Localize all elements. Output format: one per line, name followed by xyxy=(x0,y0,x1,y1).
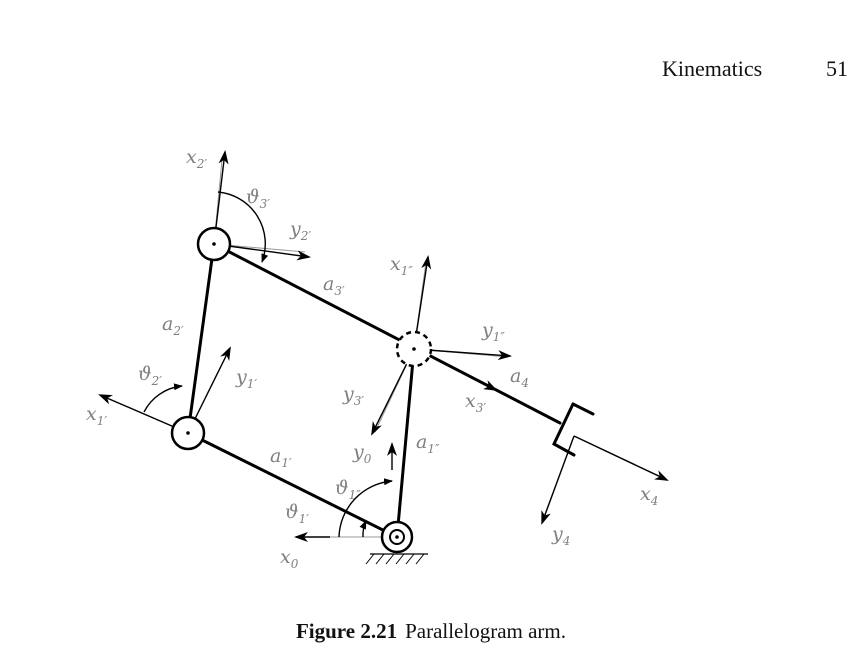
label-x1pp: x1″ xyxy=(390,253,413,278)
axis-x3p-arrow xyxy=(469,376,498,391)
label-x4: x4 xyxy=(640,483,658,508)
arc-theta3p xyxy=(217,191,269,263)
label-y0: y0 xyxy=(352,441,372,466)
axis-y4-arrow xyxy=(541,435,575,525)
label-theta1p: ϑ1′ xyxy=(285,501,309,526)
labels: x2′ ϑ3′ y2′ a3′ x1″ y1″ a2′ ϑ2′ y1′ x1′ … xyxy=(86,146,658,571)
figure-number: Figure 2.21 xyxy=(295,619,398,643)
running-header: Kinematics 51 xyxy=(0,54,862,84)
arc-theta1pp xyxy=(338,478,393,538)
gripper-jaw xyxy=(552,402,576,457)
label-a1pp: a1″ xyxy=(416,431,440,456)
links xyxy=(186,242,562,539)
figure-caption-text: Parallelogram arm. xyxy=(405,619,567,643)
joints xyxy=(170,226,433,565)
axis-arrows xyxy=(98,150,669,542)
link-a1pp xyxy=(395,347,416,539)
page-number: 51 xyxy=(826,56,848,81)
label-y2p: y2′ xyxy=(289,218,311,243)
label-theta2p: ϑ2′ xyxy=(138,363,162,388)
label-x2p: x2′ xyxy=(186,146,207,171)
label-x1p: x1′ xyxy=(86,403,107,428)
link-a1p xyxy=(186,431,399,539)
running-header-title: Kinematics xyxy=(662,56,763,81)
label-y1pp: y1″ xyxy=(481,319,505,344)
figure-caption: Figure 2.21 Parallelogram arm. xyxy=(0,619,862,644)
label-a4: a4 xyxy=(510,365,529,390)
thin-axes xyxy=(99,159,667,538)
gripper xyxy=(552,402,595,457)
label-y3p: y3′ xyxy=(342,383,364,408)
label-theta1pp: ϑ1″ xyxy=(335,477,361,502)
arc-theta1p xyxy=(359,520,367,538)
link-a2p xyxy=(186,242,216,435)
gripper-top-finger xyxy=(571,402,595,416)
link-a3p-a4 xyxy=(212,242,562,425)
ground-hatch xyxy=(365,553,425,565)
label-y4: y4 xyxy=(551,523,570,548)
label-a3p: a3′ xyxy=(323,273,345,298)
label-a1p: a1′ xyxy=(270,445,292,470)
label-a2p: a2′ xyxy=(162,313,184,338)
label-y1p: y1′ xyxy=(235,366,257,391)
axis-x4-arrow xyxy=(573,435,669,481)
arc-theta2p xyxy=(143,383,183,413)
label-theta3p: ϑ3′ xyxy=(246,186,270,211)
base-joint-inner xyxy=(389,529,405,545)
label-x3p: x3′ xyxy=(465,390,486,415)
label-x0: x0 xyxy=(280,546,299,571)
angle-arcs xyxy=(143,191,393,538)
